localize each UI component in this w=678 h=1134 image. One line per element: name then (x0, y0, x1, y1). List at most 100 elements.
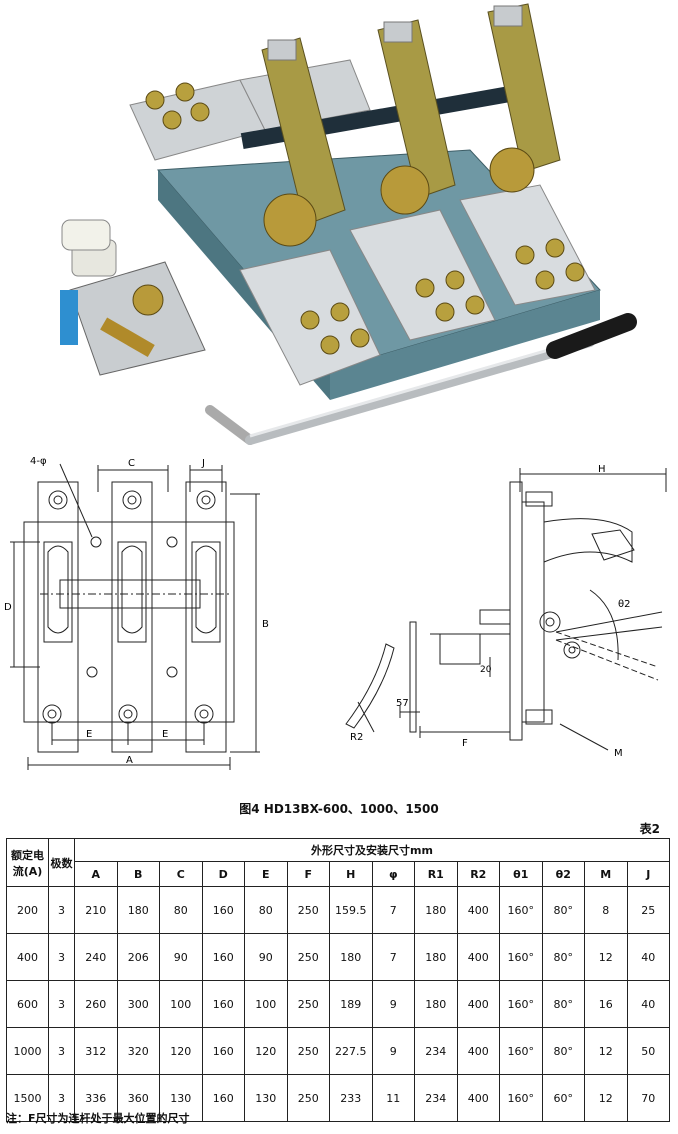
cell-dim: 320 (116, 1027, 160, 1075)
cell-dim: 160 (201, 1027, 245, 1075)
cell-dim: 160° (499, 980, 543, 1028)
cell-dim: 120 (159, 1027, 203, 1075)
label-f: F (462, 738, 468, 749)
front-view-drawing: 4-φ C J D B E E A (4, 456, 269, 770)
cell-dim: 240 (74, 933, 118, 981)
header-dim-5: F (286, 861, 330, 887)
side-view-drawing: H θ2 20 57 R2 F M (345, 464, 667, 759)
cell-dim: 80° (541, 1027, 585, 1075)
cell-dim: 206 (116, 933, 160, 981)
header-dim-3: D (201, 861, 245, 887)
cell-poles: 3 (48, 933, 75, 981)
cell-dim: 11 (371, 1074, 415, 1122)
cell-dim: 130 (244, 1074, 288, 1122)
header-dim-11: θ2 (541, 861, 585, 887)
cell-dim: 80° (541, 980, 585, 1028)
cell-dim: 7 (371, 933, 415, 981)
cell-dim: 160 (201, 980, 245, 1028)
cell-dim: 180 (329, 933, 373, 981)
cell-dim: 90 (159, 933, 203, 981)
cell-dim: 80 (244, 886, 288, 934)
cell-dim: 360 (116, 1074, 160, 1122)
product-photo (60, 3, 637, 445)
cell-dim: 227.5 (329, 1027, 373, 1075)
cell-dim: 400 (456, 933, 500, 981)
cell-dim: 210 (74, 886, 118, 934)
cell-dim: 70 (626, 1074, 670, 1122)
cell-dim: 300 (116, 980, 160, 1028)
cell-dim: 50 (626, 1027, 670, 1075)
cell-dim: 16 (584, 980, 628, 1028)
label-d: D (4, 602, 12, 613)
cell-dim: 12 (584, 933, 628, 981)
header-dim-7: φ (371, 861, 415, 887)
cell-poles: 3 (48, 980, 75, 1028)
label-h: H (598, 464, 606, 475)
cell-poles: 3 (48, 1027, 75, 1075)
header-dim-10: θ1 (499, 861, 543, 887)
cell-dim: 80° (541, 933, 585, 981)
label-r2: R2 (350, 732, 363, 743)
cell-current: 400 (6, 933, 49, 981)
cell-dim: 234 (414, 1027, 458, 1075)
label-c: C (128, 458, 135, 469)
cell-dim: 234 (414, 1074, 458, 1122)
label-m: M (614, 748, 623, 759)
cell-current: 1000 (6, 1027, 49, 1075)
header-dimensions-group: 外形尺寸及安装尺寸mm (74, 838, 670, 862)
cell-dim: 9 (371, 980, 415, 1028)
cell-current: 200 (6, 886, 49, 934)
header-dim-6: H (329, 861, 373, 887)
header-dim-4: E (244, 861, 288, 887)
cell-dim: 160° (499, 886, 543, 934)
header-dim-13: J (626, 861, 670, 887)
cell-dim: 160° (499, 1074, 543, 1122)
cell-dim: 180 (414, 933, 458, 981)
cell-poles: 3 (48, 1074, 75, 1122)
label-e2: E (162, 729, 168, 740)
cell-dim: 250 (286, 1027, 330, 1075)
cell-dim: 40 (626, 933, 670, 981)
cell-dim: 80 (159, 886, 203, 934)
cell-dim: 60° (541, 1074, 585, 1122)
cell-dim: 40 (626, 980, 670, 1028)
header-rated-current: 额定电流(A) (6, 838, 49, 887)
cell-dim: 160° (499, 933, 543, 981)
label-20: 20 (480, 665, 492, 675)
cell-dim: 180 (116, 886, 160, 934)
cell-dim: 250 (286, 980, 330, 1028)
footnote: 注：F尺寸为连杆处于最大位置的尺寸 (6, 1112, 190, 1125)
cell-dim: 233 (329, 1074, 373, 1122)
cell-dim: 400 (456, 1027, 500, 1075)
cell-dim: 250 (286, 886, 330, 934)
label-a: A (126, 755, 133, 766)
cell-dim: 12 (584, 1027, 628, 1075)
cell-dim: 7 (371, 886, 415, 934)
cell-dim: 400 (456, 886, 500, 934)
cell-dim: 8 (584, 886, 628, 934)
cell-dim: 120 (244, 1027, 288, 1075)
table-label: 表2 (639, 822, 660, 836)
cell-dim: 25 (626, 886, 670, 934)
cell-dim: 260 (74, 980, 118, 1028)
header-dim-8: R1 (414, 861, 458, 887)
cell-dim: 159.5 (329, 886, 373, 934)
cell-dim: 400 (456, 980, 500, 1028)
figure-caption: 图4 HD13BX-600、1000、1500 (239, 802, 439, 816)
header-dim-2: C (159, 861, 203, 887)
header-dim-9: R2 (456, 861, 500, 887)
cell-dim: 130 (159, 1074, 203, 1122)
header-dim-1: B (116, 861, 160, 887)
cell-dim: 100 (159, 980, 203, 1028)
cell-poles: 3 (48, 886, 75, 934)
cell-dim: 180 (414, 886, 458, 934)
label-theta2: θ2 (618, 599, 630, 610)
cell-dim: 250 (286, 1074, 330, 1122)
cell-current: 600 (6, 980, 49, 1028)
